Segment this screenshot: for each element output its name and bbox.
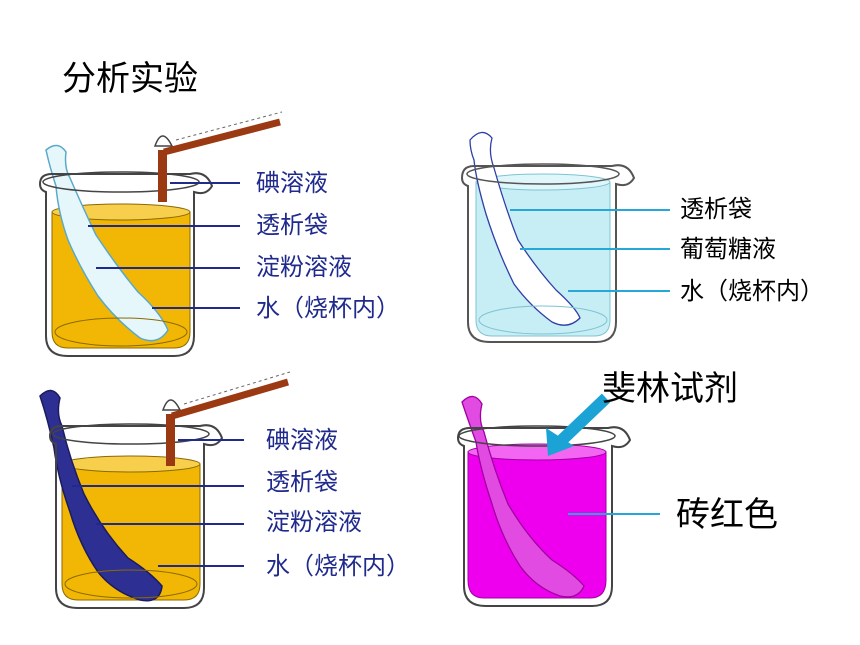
label-water-in-beaker: 水（烧杯内） xyxy=(266,552,410,580)
liquid-surface xyxy=(61,455,201,473)
label-iodine-solution: 碘溶液 xyxy=(256,169,328,197)
label-water-in-beaker: 水（烧杯内） xyxy=(680,277,824,305)
beaker-rim xyxy=(458,425,616,447)
dialysis-bag-light xyxy=(45,144,169,342)
dropper-arm-shadow xyxy=(183,371,291,405)
beaker-outline xyxy=(38,172,214,357)
label-dialysis-bag: 透析袋 xyxy=(256,211,328,239)
beaker-iodine-starch-bottom xyxy=(39,371,291,609)
label-starch-solution: 淀粉溶液 xyxy=(266,508,362,536)
dialysis-bag-magenta xyxy=(461,395,585,598)
dropper-bulb xyxy=(153,135,174,147)
beaker-fehling-bottom xyxy=(456,395,632,607)
beaker-rim xyxy=(52,423,210,445)
beaker-glucose-top xyxy=(460,131,636,343)
beaker-rim xyxy=(466,163,620,185)
label-brick-red: 砖红色 xyxy=(676,495,778,535)
dropper-tube xyxy=(166,414,175,466)
dropper-tube xyxy=(158,150,167,202)
liquid-surface xyxy=(467,443,607,461)
dropper-arm xyxy=(163,118,281,156)
beaker-base xyxy=(64,569,198,599)
label-glucose-solution: 葡萄糖液 xyxy=(680,235,776,263)
dialysis-bag-blue xyxy=(39,389,163,602)
dialysis-bag-glucose xyxy=(469,131,581,326)
label-starch-solution: 淀粉溶液 xyxy=(256,253,352,281)
label-fehling-reagent: 斐林试剂 xyxy=(602,369,738,409)
beaker-base xyxy=(54,317,188,347)
dropper-bulb xyxy=(161,399,182,411)
beaker-outline xyxy=(48,424,224,609)
beaker-outline xyxy=(456,426,632,607)
beaker-iodine-starch-top xyxy=(38,111,283,357)
beaker-base xyxy=(478,305,608,335)
liquid-surface xyxy=(475,173,611,191)
fehling-reagent-arrow xyxy=(546,393,611,456)
label-iodine-solution: 碘溶液 xyxy=(266,426,338,454)
dropper-arm xyxy=(171,378,289,420)
label-dialysis-bag: 透析袋 xyxy=(680,195,752,223)
dropper-arm-shadow xyxy=(175,111,283,141)
label-water-in-beaker: 水（烧杯内） xyxy=(256,294,400,322)
beaker-outline xyxy=(460,164,636,343)
label-dialysis-bag: 透析袋 xyxy=(266,468,338,496)
page-title: 分析实验 xyxy=(62,59,198,99)
